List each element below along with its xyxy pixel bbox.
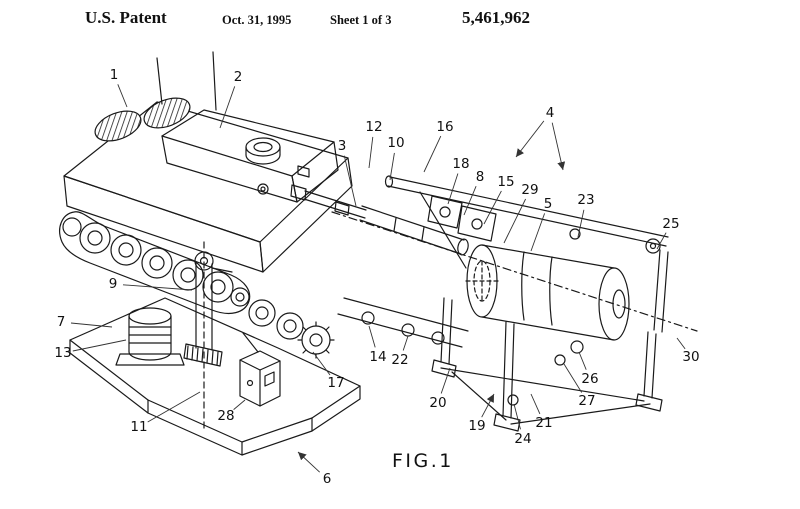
ref-leader-12 bbox=[369, 137, 373, 168]
ref-label-26: 26 bbox=[581, 371, 598, 387]
tank-right-track bbox=[249, 300, 334, 358]
ref-label-8: 8 bbox=[476, 169, 485, 185]
rail-end-clevis bbox=[646, 239, 660, 253]
patent-sheet: Sheet 1 of 3 bbox=[330, 13, 392, 27]
ref-leader-8 bbox=[464, 186, 476, 215]
ref-label-18: 18 bbox=[452, 156, 469, 172]
pivot-post bbox=[184, 252, 232, 366]
coupling-clevis-plates bbox=[428, 196, 496, 241]
ref-leader-29 bbox=[504, 199, 526, 243]
ref-leader-20 bbox=[441, 368, 450, 394]
ref-leader-2 bbox=[220, 86, 235, 128]
ref-leader-4 bbox=[516, 121, 544, 157]
control-box bbox=[240, 333, 280, 406]
ref-label-15: 15 bbox=[497, 174, 514, 190]
ref-leader-26 bbox=[579, 352, 586, 370]
barrel-collar bbox=[335, 202, 349, 215]
ref-leader-18 bbox=[448, 174, 458, 205]
ref-leader-23 bbox=[578, 210, 584, 237]
base-plate bbox=[70, 298, 360, 455]
tank-turret bbox=[162, 110, 338, 202]
ref-label-9: 9 bbox=[109, 276, 118, 292]
engine-hatch-right bbox=[140, 92, 194, 133]
cupola bbox=[246, 138, 280, 156]
ref-label-17: 17 bbox=[327, 375, 344, 391]
ref-label-2: 2 bbox=[234, 69, 243, 85]
ref-leader-17 bbox=[313, 352, 330, 375]
ref-label-3: 3 bbox=[338, 138, 347, 154]
ref-label-16: 16 bbox=[436, 119, 453, 135]
sprocket-teeth bbox=[298, 322, 334, 358]
engine-hatch-left bbox=[91, 105, 145, 146]
support-beam bbox=[338, 298, 468, 347]
tank-left-track bbox=[60, 212, 250, 314]
ref-leader-9 bbox=[123, 285, 192, 290]
ref-label-13: 13 bbox=[54, 345, 71, 361]
ref-label-10: 10 bbox=[387, 135, 404, 151]
ref-leader-10 bbox=[390, 153, 394, 180]
ref-leader-25 bbox=[657, 233, 666, 249]
ref-label-20: 20 bbox=[429, 395, 446, 411]
ref-label-11: 11 bbox=[130, 419, 147, 435]
recoil-cylinder bbox=[466, 245, 629, 365]
ref-leader-1 bbox=[118, 84, 127, 107]
patent-number: 5,461,962 bbox=[462, 8, 530, 27]
ref-label-1: 1 bbox=[110, 67, 119, 83]
antenna-right bbox=[213, 52, 216, 110]
ref-leader-21 bbox=[531, 394, 540, 414]
ref-label-19: 19 bbox=[468, 418, 485, 434]
ref-label-12: 12 bbox=[365, 119, 382, 135]
gun-barrel bbox=[291, 185, 470, 256]
ref-leader-13 bbox=[73, 340, 126, 351]
ref-label-7: 7 bbox=[57, 314, 66, 330]
ref-label-24: 24 bbox=[514, 431, 531, 447]
mantlet bbox=[291, 185, 306, 200]
ref-leader-5 bbox=[531, 213, 545, 251]
ref-label-6: 6 bbox=[323, 471, 332, 487]
trunnion-pin-27 bbox=[555, 355, 565, 365]
periscope bbox=[298, 166, 309, 177]
patent-figure-drawing bbox=[60, 52, 697, 455]
ref-leader-11 bbox=[148, 392, 200, 422]
ref-label-22: 22 bbox=[391, 352, 408, 368]
patent-title: U.S. Patent bbox=[85, 8, 167, 27]
ref-leader-22 bbox=[403, 336, 408, 351]
tank-hull bbox=[64, 52, 352, 272]
ref-leader-16 bbox=[424, 136, 441, 172]
ref-leader-19 bbox=[482, 394, 494, 417]
ref-leader-7 bbox=[71, 323, 112, 327]
trunnion-pin-26 bbox=[571, 341, 583, 353]
ref-leader-14 bbox=[369, 326, 375, 347]
drive-motor bbox=[116, 308, 184, 365]
ref-leader-15 bbox=[484, 191, 501, 224]
ref-label-28: 28 bbox=[217, 408, 234, 424]
ref-label-30: 30 bbox=[682, 349, 699, 365]
ref-label-27: 27 bbox=[578, 393, 595, 409]
recoil-axis-dashed-line bbox=[332, 212, 697, 331]
support-frame-legs bbox=[432, 250, 668, 431]
patent-date: Oct. 31, 1995 bbox=[222, 13, 292, 27]
ref-label-23: 23 bbox=[577, 192, 594, 208]
rail-pin bbox=[570, 229, 580, 239]
ref-leader-24 bbox=[514, 404, 521, 429]
ref-label-14: 14 bbox=[369, 349, 386, 365]
ref-label-4: 4 bbox=[546, 105, 555, 121]
ref-leader-27 bbox=[564, 364, 582, 393]
ref-label-25: 25 bbox=[662, 216, 679, 232]
ref-leader-30 bbox=[677, 338, 685, 349]
leg-pin-24 bbox=[508, 395, 518, 405]
ref-leader-4 bbox=[552, 123, 566, 170]
ref-leader-3 bbox=[344, 156, 356, 206]
ref-label-21: 21 bbox=[535, 415, 552, 431]
gear-base bbox=[184, 344, 222, 366]
antenna-left bbox=[157, 58, 162, 104]
ref-leader-6 bbox=[298, 452, 320, 472]
roller-22 bbox=[402, 324, 414, 336]
ref-leader-28 bbox=[234, 400, 245, 410]
ref-label-29: 29 bbox=[521, 182, 538, 198]
figure-caption: FIG.1 bbox=[392, 450, 454, 472]
ref-label-5: 5 bbox=[544, 196, 553, 212]
